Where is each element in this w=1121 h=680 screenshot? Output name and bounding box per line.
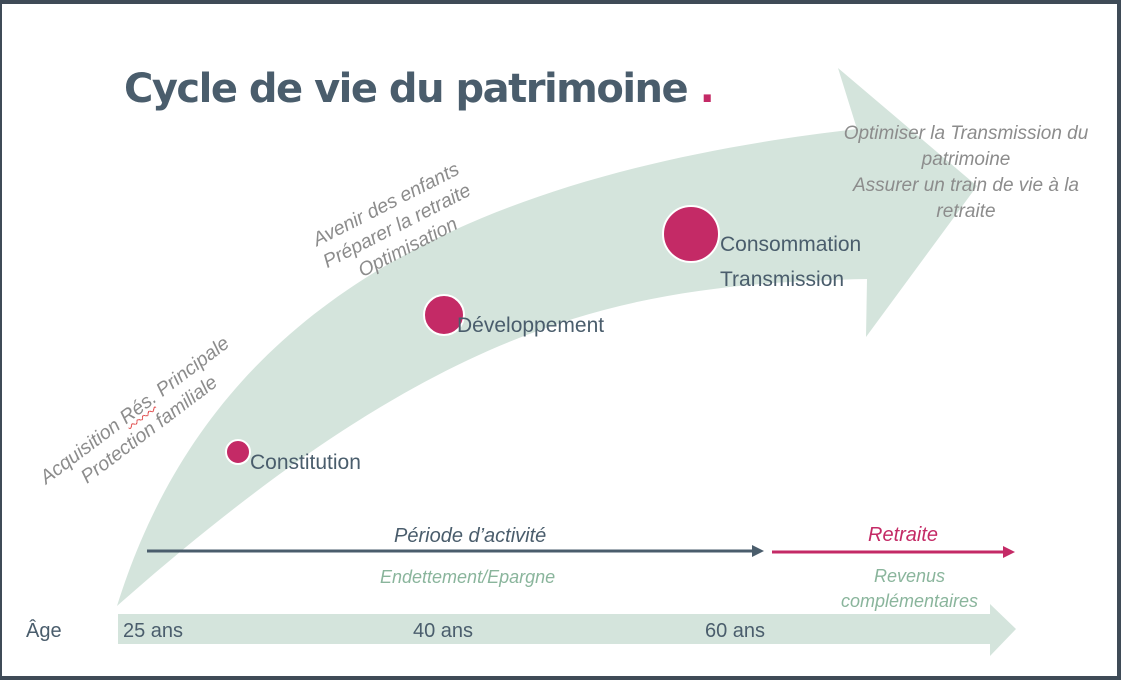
period-activite-label: Période d’activité [394, 525, 547, 547]
page-title: Cycle de vie du patrimoine . [124, 66, 715, 112]
retraite-sub-line2: complémentaires [840, 591, 979, 611]
age-axis-arrow [118, 604, 1016, 656]
objective-transmission-line1: Optimiser la Transmission du [843, 123, 1089, 144]
objective-train-de-vie-line2: retraite [936, 201, 996, 222]
stage-label-transmission: Transmission [720, 268, 845, 291]
period-retraite-sublabel: Revenus complémentaires [817, 564, 1002, 614]
objective-transmission-line2: patrimoine [921, 149, 1011, 170]
stage-label-constitution: Constitution [250, 451, 361, 474]
period-activite-sublabel: Endettement/Epargne [380, 567, 556, 587]
period-retraite-label: Retraite [868, 524, 939, 546]
objective-train-de-vie-line1: Assurer un train de vie à la [852, 175, 1079, 196]
stage-marker-developpement [423, 294, 465, 336]
stage-marker-consommation [662, 205, 720, 263]
title-text: Cycle de vie du patrimoine [124, 66, 689, 112]
age-tick-40: 40 ans [413, 620, 474, 642]
stage-marker-constitution [225, 439, 251, 465]
retraite-sub-line1: Revenus [873, 566, 946, 586]
age-tick-25: 25 ans [123, 620, 184, 642]
title-accent-dot: . [699, 66, 715, 112]
age-axis-label: Âge [26, 620, 62, 642]
objectives-late: Optimiser la Transmission du patrimoine … [820, 121, 1112, 225]
lifecycle-diagram [117, 68, 1016, 656]
stage-label-developpement: Développement [457, 314, 605, 337]
age-tick-60: 60 ans [705, 620, 766, 642]
activity-period-arrowhead [752, 545, 764, 557]
growth-arrow [117, 68, 977, 606]
stage-label-consommation: Consommation [720, 233, 862, 256]
retirement-period-arrowhead [1003, 546, 1015, 558]
